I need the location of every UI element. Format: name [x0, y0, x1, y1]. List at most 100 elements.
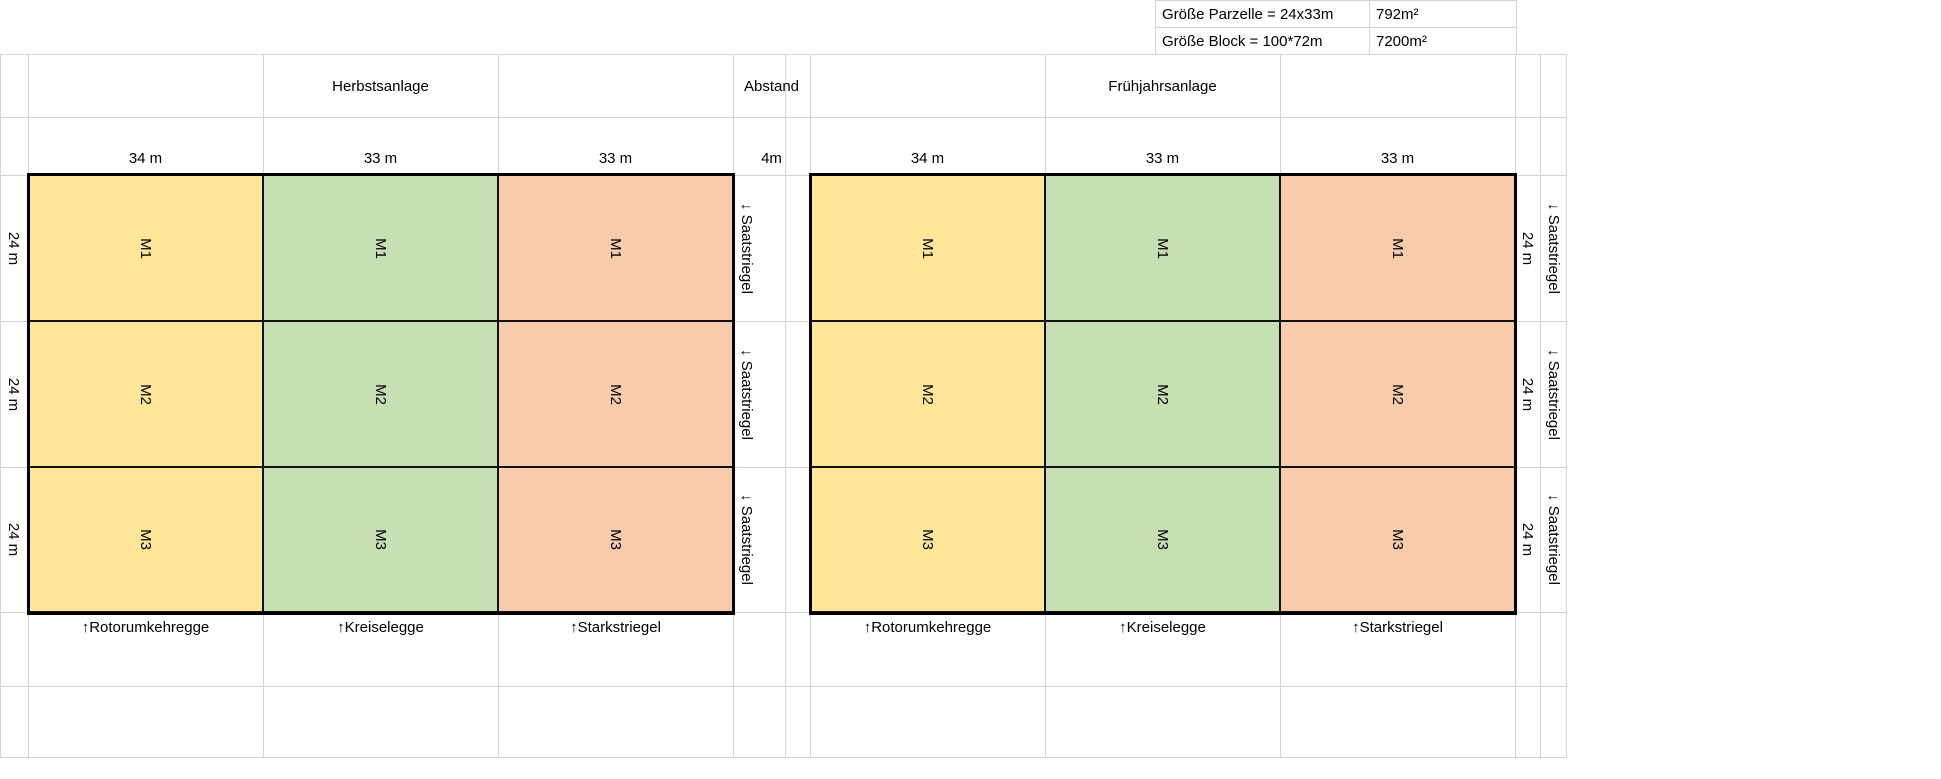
- width-label-text: 33 m: [598, 150, 633, 167]
- plot-cell[interactable]: M2: [810, 321, 1045, 467]
- width-label-text: 33 m: [1145, 150, 1180, 167]
- row-tool-right[interactable]: ↓ Saatstriegel: [1540, 467, 1566, 612]
- grid-cell[interactable]: [0, 612, 29, 687]
- plot-cell[interactable]: M3: [1045, 467, 1280, 612]
- plot-cell[interactable]: M2: [1045, 321, 1280, 467]
- row-height-right: 24 m: [1515, 175, 1540, 321]
- grid-cell[interactable]: [1280, 686, 1516, 758]
- row-height-left-text: 24 m: [5, 522, 23, 557]
- grid-cell[interactable]: [1515, 686, 1541, 758]
- row-height-left-text: 24 m: [5, 377, 23, 411]
- row-tool-right-text: ↓ Saatstriegel: [1544, 202, 1562, 294]
- row-tool-left[interactable]: ↓ Saatstriegel: [733, 175, 759, 321]
- plot-cell-text: M1: [607, 237, 624, 259]
- row-height-right-text: 24 m: [1519, 522, 1537, 557]
- plot-cell[interactable]: M1: [28, 175, 263, 321]
- grid-cell[interactable]: [785, 612, 811, 687]
- plot-cell-text: M3: [372, 529, 389, 550]
- tool-label[interactable]: ↑Rotorumkehregge: [28, 612, 263, 642]
- info-value-text: 7200m²: [1376, 32, 1427, 50]
- row-height-right-text: 24 m: [1519, 377, 1537, 411]
- grid-cell[interactable]: [1540, 686, 1567, 758]
- grid-cell[interactable]: [1540, 54, 1567, 118]
- plot-cell[interactable]: M3: [498, 467, 733, 612]
- row-tool-left[interactable]: ↓ Saatstriegel: [733, 467, 759, 612]
- tool-label[interactable]: ↑Starkstriegel: [1280, 612, 1515, 642]
- plot-cell[interactable]: M2: [263, 321, 498, 467]
- plot-cell[interactable]: M3: [1280, 467, 1515, 612]
- row-tool-left-text: ↓ Saatstriegel: [737, 494, 755, 585]
- plot-cell[interactable]: M2: [28, 321, 263, 467]
- gap-width[interactable]: 4m: [733, 117, 810, 175]
- width-label[interactable]: 33 m: [263, 117, 498, 175]
- row-tool-right[interactable]: ↓ Saatstriegel: [1540, 175, 1566, 321]
- grid-cell[interactable]: [1045, 686, 1281, 758]
- row-tool-right-text: ↓ Saatstriegel: [1544, 348, 1562, 440]
- grid-cell[interactable]: [785, 686, 811, 758]
- row-height-left: 24 m: [0, 467, 28, 612]
- grid-cell[interactable]: [1515, 117, 1541, 176]
- row-tool-right[interactable]: ↓ Saatstriegel: [1540, 321, 1566, 467]
- plot-cell[interactable]: M1: [1280, 175, 1515, 321]
- row-tool-left-text: ↓ Saatstriegel: [737, 348, 755, 440]
- plot-cell[interactable]: M2: [498, 321, 733, 467]
- row-height-right: 24 m: [1515, 467, 1540, 612]
- grid-cell[interactable]: [0, 117, 29, 176]
- plot-cell[interactable]: M1: [263, 175, 498, 321]
- tool-label[interactable]: ↑Kreiselegge: [263, 612, 498, 642]
- width-label[interactable]: 33 m: [1280, 117, 1515, 175]
- plot-cell-text: M1: [372, 237, 389, 259]
- grid-cell[interactable]: [1540, 117, 1567, 176]
- tool-label[interactable]: ↑Rotorumkehregge: [810, 612, 1045, 642]
- plot-cell[interactable]: M3: [28, 467, 263, 612]
- width-label[interactable]: 34 m: [810, 117, 1045, 175]
- plot-cell-text: M3: [137, 529, 154, 550]
- header-spring[interactable]: Frühjahrsanlage: [810, 54, 1515, 118]
- grid-cell[interactable]: [1540, 612, 1567, 687]
- width-label[interactable]: 33 m: [1045, 117, 1280, 175]
- grid-cell[interactable]: [785, 467, 811, 613]
- grid-cell[interactable]: [785, 321, 811, 468]
- info-value[interactable]: 7200m²: [1369, 27, 1517, 55]
- header-gap[interactable]: Abstand: [733, 54, 810, 118]
- tool-label-text: ↑Starkstriegel: [570, 618, 661, 636]
- tool-label-text: ↑Starkstriegel: [1352, 618, 1443, 636]
- tool-label[interactable]: ↑Kreiselegge: [1045, 612, 1280, 642]
- row-height-left-text: 24 m: [5, 231, 23, 265]
- header-autumn[interactable]: Herbstsanlage: [28, 54, 733, 118]
- info-label[interactable]: Größe Block = 100*72m: [1155, 27, 1370, 55]
- plot-cell[interactable]: M1: [498, 175, 733, 321]
- plot-cell-text: M1: [137, 237, 154, 259]
- plot-cell[interactable]: M1: [810, 175, 1045, 321]
- info-label[interactable]: Größe Parzelle = 24x33m: [1155, 0, 1370, 28]
- grid-cell[interactable]: [1515, 54, 1541, 118]
- row-height-right-text: 24 m: [1519, 231, 1537, 265]
- plot-cell[interactable]: M3: [263, 467, 498, 612]
- grid-cell[interactable]: [28, 686, 264, 758]
- grid-cell[interactable]: [1515, 612, 1541, 687]
- plot-cell[interactable]: M1: [1045, 175, 1280, 321]
- grid-cell[interactable]: [733, 612, 786, 687]
- tool-label[interactable]: ↑Starkstriegel: [498, 612, 733, 642]
- tool-label-text: ↑Kreiselegge: [337, 618, 424, 636]
- tool-label-text: ↑Rotorumkehregge: [863, 618, 992, 636]
- row-tool-left[interactable]: ↓ Saatstriegel: [733, 321, 759, 467]
- info-label-text: Größe Parzelle = 24x33m: [1162, 5, 1334, 23]
- grid-cell[interactable]: [263, 686, 499, 758]
- plot-cell-text: M2: [372, 383, 389, 405]
- plot-cell-text: M2: [1389, 383, 1406, 405]
- grid-cell[interactable]: [810, 686, 1046, 758]
- width-label[interactable]: 33 m: [498, 117, 733, 175]
- grid-cell[interactable]: [785, 175, 811, 322]
- plot-cell[interactable]: M2: [1280, 321, 1515, 467]
- plot-cell[interactable]: M3: [810, 467, 1045, 612]
- grid-cell[interactable]: [0, 54, 29, 118]
- plot-cell-text: M3: [1389, 529, 1406, 550]
- grid-cell[interactable]: [498, 686, 734, 758]
- width-label[interactable]: 34 m: [28, 117, 263, 175]
- info-value[interactable]: 792m²: [1369, 0, 1517, 28]
- gap-width-text: 4m: [761, 150, 782, 167]
- grid-cell[interactable]: [733, 686, 786, 758]
- grid-cell[interactable]: [0, 686, 29, 758]
- row-tool-right-text: ↓ Saatstriegel: [1544, 494, 1562, 585]
